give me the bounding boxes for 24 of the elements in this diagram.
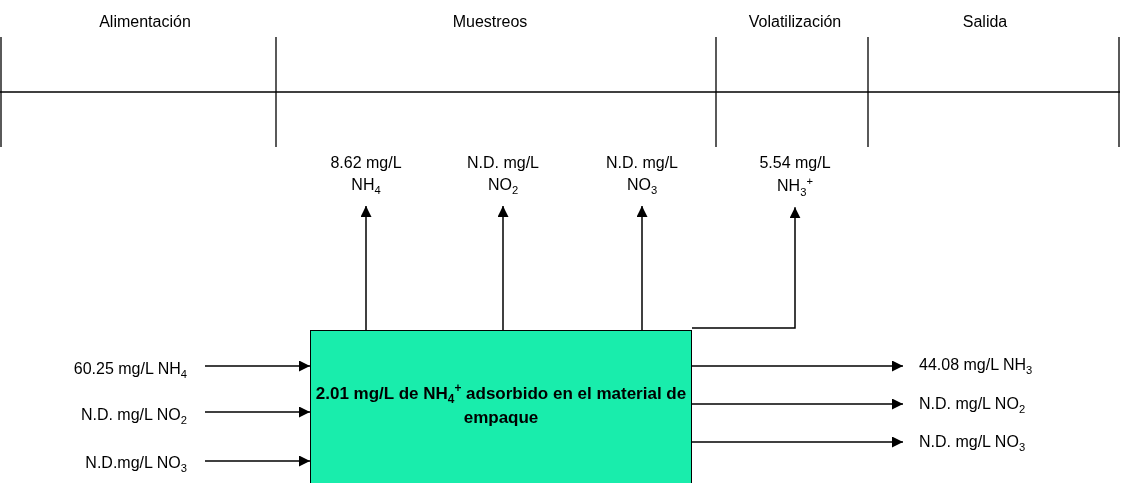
stage-label: Alimentación: [99, 13, 191, 31]
concentration-label: N.D.mg/L NO$_{3}$: [0, 450, 205, 479]
process-box: 2.01 mg/L de NH$_{4}$$^{+}$ adsorbido en el material de empaque: [310, 330, 692, 483]
concentration-label: 44.08 mg/L NH$_{3}$: [903, 352, 1113, 381]
concentration-label: N.D. mg/L NO$_{2}$: [457, 152, 549, 206]
concentration-label: N.D. mg/L NO$_{2}$: [0, 402, 205, 431]
arrow: [691, 360, 904, 372]
stage-label: Muestreos: [452, 13, 528, 31]
arrow: [204, 455, 311, 467]
arrow: [691, 206, 801, 329]
stage-label: Salida: [962, 13, 1008, 31]
stage-label: Volatilización: [748, 13, 842, 31]
arrow: [204, 406, 311, 418]
concentration-label: N.D. mg/L NO$_{2}$: [903, 391, 1113, 420]
arrow: [497, 205, 509, 331]
arrow: [691, 398, 904, 410]
arrow: [204, 360, 311, 372]
arrow: [691, 436, 904, 448]
arrow: [360, 205, 372, 331]
concentration-label: N.D. mg/L NO$_{3}$: [903, 429, 1113, 458]
concentration-label: 60.25 mg/L NH$_{4}$: [0, 356, 205, 385]
arrow: [636, 205, 648, 331]
concentration-label: N.D. mg/L NO$_{3}$: [596, 152, 688, 206]
concentration-label: 8.62 mg/L NH$_{4}$: [320, 152, 412, 206]
